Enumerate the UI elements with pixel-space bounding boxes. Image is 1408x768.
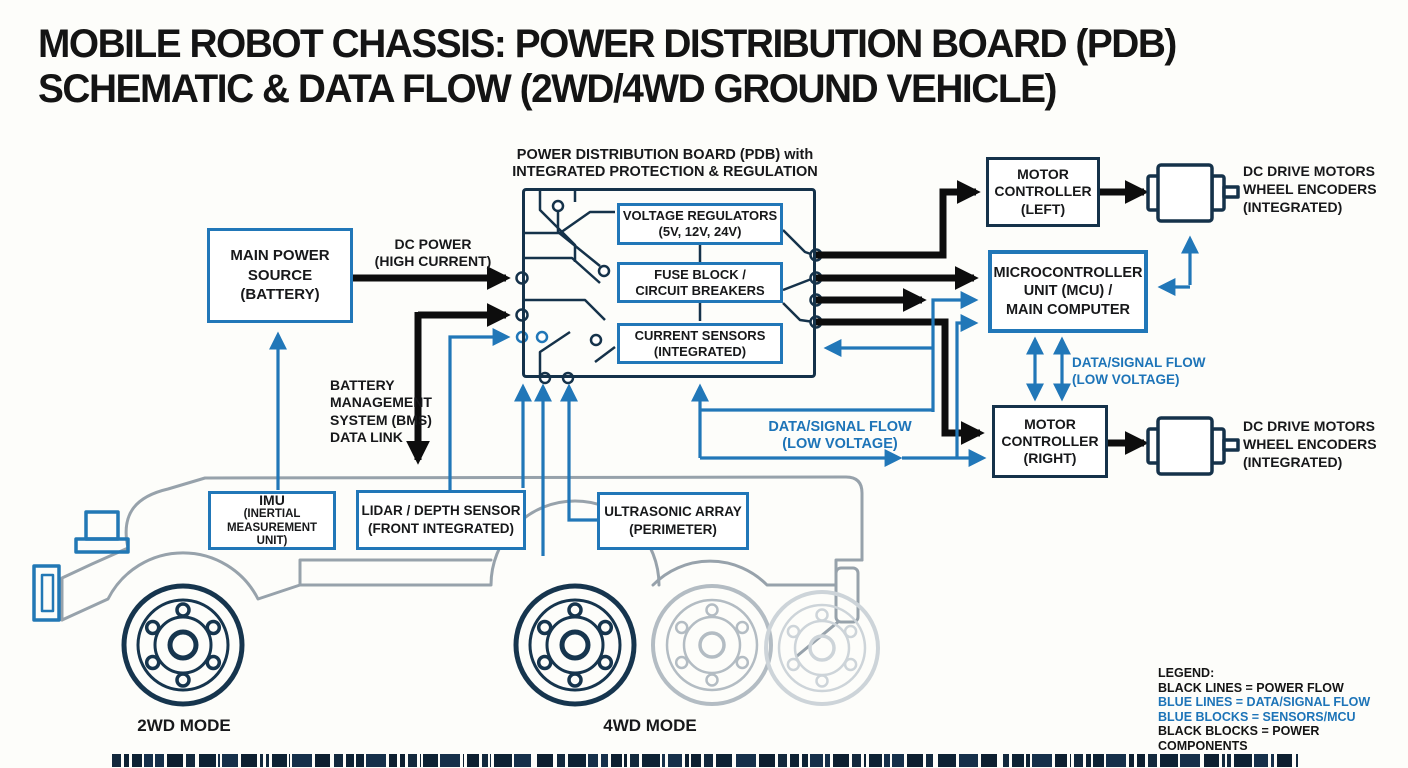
power-flow-lines [353, 180, 1149, 465]
dc-power-line2: (HIGH CURRENT) [374, 252, 492, 269]
mcr-line2: CONTROLLER [1001, 432, 1099, 449]
mcr-line3: (RIGHT) [1023, 450, 1077, 467]
dc-power-line1: DC POWER [394, 236, 472, 252]
motors-left-line3: (INTEGRATED) [1243, 198, 1343, 215]
module-sublabel: CIRCUIT BREAKERS [635, 282, 765, 298]
imu-line2: (INERTIAL [243, 507, 301, 520]
page-title-line2: SCHEMATIC & DATA FLOW (2WD/4WD GROUND VE… [38, 66, 1057, 111]
motor-controller-left-block: MOTOR CONTROLLER (LEFT) [986, 157, 1100, 227]
mode-label-4wd: 4WD MODE [603, 716, 697, 735]
mcu-line1: MICROCONTROLLER [993, 265, 1143, 282]
imu-line3: MEASUREMENT UNIT) [226, 521, 318, 548]
mcu-line3: MAIN COMPUTER [1005, 301, 1131, 318]
mcl-line2: CONTROLLER [994, 183, 1092, 200]
df-mcu-line2: (LOW VOLTAGE) [1072, 371, 1180, 387]
pdb-module-current-sensors: CURRENT SENSORS (INTEGRATED) [617, 323, 783, 364]
module-label: CURRENT SENSORS [634, 327, 766, 343]
ultrasonic-line1: ULTRASONIC ARRAY [604, 504, 742, 520]
pdb-module-voltage-regulators: VOLTAGE REGULATORS (5V, 12V, 24V) [617, 203, 783, 245]
front-wheel [121, 583, 245, 707]
motors-left-line1: DC DRIVE MOTORS [1243, 163, 1375, 179]
bms-line4: DATA LINK [330, 429, 403, 446]
motors-right-line1: DC DRIVE MOTORS [1243, 418, 1375, 434]
df-mcu-line1: DATA/SIGNAL FLOW [1072, 355, 1206, 370]
bms-line2: MANAGEMENT [330, 394, 432, 411]
battery-block: MAIN POWER SOURCE (BATTERY) [207, 228, 353, 323]
module-sublabel: (5V, 12V, 24V) [658, 224, 742, 239]
ghost-wheel-1 [651, 584, 773, 706]
pdb-module-fuse-block: FUSE BLOCK / CIRCUIT BREAKERS [617, 262, 783, 303]
lidar-block: LIDAR / DEPTH SENSOR (FRONT INTEGRATED) [356, 490, 526, 550]
module-label: FUSE BLOCK / [654, 266, 746, 282]
lidar-line1: LIDAR / DEPTH SENSOR [361, 503, 521, 519]
page-title: MOBILE ROBOT CHASSIS: POWER DISTRIBUTION… [38, 22, 1183, 112]
ultrasonic-block: ULTRASONIC ARRAY (PERIMETER) [597, 492, 749, 550]
motor-icon-right [1146, 416, 1240, 476]
motors-right-line2: WHEEL ENCODERS [1243, 435, 1377, 452]
data-flow-lines [269, 235, 1199, 556]
lidar-line2: (FRONT INTEGRATED) [368, 521, 514, 536]
df-pdb-line1: DATA/SIGNAL FLOW [768, 419, 912, 435]
ghost-wheel-2 [764, 590, 880, 706]
bms-line1: BATTERY [330, 377, 395, 393]
imu-line1: IMU [259, 491, 285, 508]
legend-item-blue-blocks: BLUE BLOCKS = SENSORS/MCU [1158, 709, 1356, 724]
legend-item-data-flow: BLUE LINES = DATA/SIGNAL FLOW [1158, 695, 1371, 709]
pdb-header: POWER DISTRIBUTION BOARD (PDB) with INTE… [500, 147, 830, 181]
legend: LEGEND: BLACK LINES = POWER FLOW BLUE LI… [1158, 666, 1408, 753]
legend-item-power-flow: BLACK LINES = POWER FLOW [1158, 680, 1344, 695]
data-flow-label-mcu: DATA/SIGNAL FLOW (LOW VOLTAGE) [1072, 355, 1222, 389]
df-pdb-line2: (LOW VOLTAGE) [782, 436, 898, 453]
mcu-block: MICROCONTROLLER UNIT (MCU) / MAIN COMPUT… [988, 250, 1148, 333]
battery-line1: MAIN POWER [230, 247, 330, 265]
data-flow-label-pdb: DATA/SIGNAL FLOW (LOW VOLTAGE) [740, 419, 940, 454]
motor-icon-left [1146, 163, 1240, 223]
page-title-line1: MOBILE ROBOT CHASSIS: POWER DISTRIBUTION… [38, 22, 1177, 66]
motors-left-line2: WHEEL ENCODERS [1243, 180, 1377, 197]
legend-title: LEGEND: [1158, 666, 1215, 680]
module-label: VOLTAGE REGULATORS [622, 208, 778, 224]
mcu-line2: UNIT (MCU) / [1023, 283, 1113, 300]
mcl-line3: (LEFT) [1020, 200, 1066, 217]
mcl-line1: MOTOR [1017, 166, 1069, 183]
legend-item-black-blocks: BLACK BLOCKS = POWER COMPONENTS [1158, 724, 1320, 753]
pdb-header-line2: INTEGRATED PROTECTION & REGULATION [512, 164, 818, 181]
pdb-header-line1: POWER DISTRIBUTION BOARD (PDB) with [516, 147, 814, 163]
cropped-text-strip [112, 754, 1298, 767]
battery-line3: (BATTERY) [240, 286, 320, 304]
bms-line3: SYSTEM (BMS) [330, 411, 432, 428]
mid-wheel [513, 583, 637, 707]
front-bumper-sensor-icon [32, 564, 61, 622]
mode-label-2wd: 2WD MODE [137, 716, 231, 735]
motors-right-line3: (INTEGRATED) [1243, 453, 1343, 470]
pdb-board [522, 188, 816, 378]
dc-motors-label-left: DC DRIVE MOTORS WHEEL ENCODERS (INTEGRAT… [1243, 163, 1403, 217]
beacon-icon [74, 510, 130, 554]
ultrasonic-line2: (PERIMETER) [629, 522, 717, 537]
dc-motors-label-right: DC DRIVE MOTORS WHEEL ENCODERS (INTEGRAT… [1243, 418, 1403, 472]
imu-block: IMU (INERTIAL MEASUREMENT UNIT) [208, 491, 336, 550]
module-sublabel: (INTEGRATED) [653, 343, 747, 359]
motor-controller-right-block: MOTOR CONTROLLER (RIGHT) [992, 405, 1108, 478]
mcr-line1: MOTOR [1024, 415, 1076, 432]
battery-line2: SOURCE [247, 266, 313, 284]
bms-label: BATTERY MANAGEMENT SYSTEM (BMS) DATA LIN… [330, 377, 470, 446]
dc-power-label: DC POWER (HIGH CURRENT) [368, 236, 498, 270]
